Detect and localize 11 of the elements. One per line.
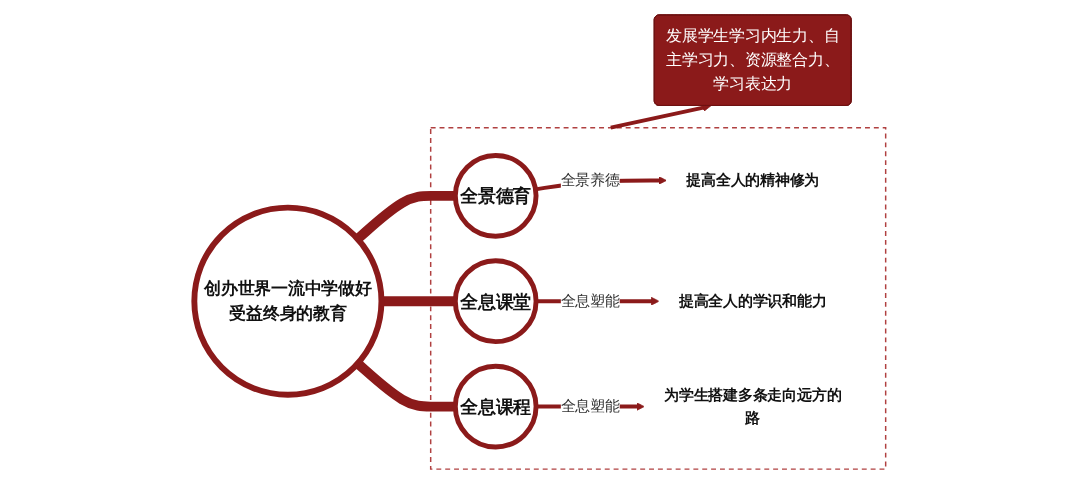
node-circle: 全景德育: [452, 152, 539, 239]
node-text: 提高全人的精神修为: [686, 170, 820, 189]
cluster: [429, 126, 887, 470]
node-circle: 全息课堂: [452, 257, 539, 344]
node-circle: 全息课程: [452, 363, 539, 449]
node-circle: 创办世界一流中学做好受益终身的教育: [191, 204, 385, 398]
edge-label: 全息塑能: [560, 291, 620, 310]
node-text: 提高全人的学识和能力: [678, 291, 827, 310]
node-text: 为学生搭建多条走向远方的路: [664, 385, 842, 426]
edge-label: 全景养德: [560, 170, 620, 189]
edge-label: 全息塑能: [560, 396, 620, 415]
